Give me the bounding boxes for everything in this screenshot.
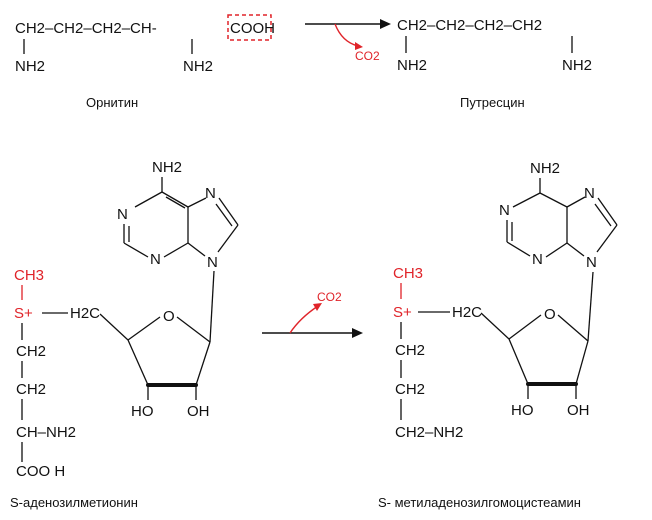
- product-ho: HO: [511, 402, 534, 419]
- product-ribose-bond: [557, 314, 589, 342]
- product-ring-bond: [512, 192, 541, 208]
- product-ring-bond: [566, 242, 585, 257]
- ornithine-nh2-left: NH2: [15, 58, 45, 75]
- sam-ch2-1: CH2: [16, 343, 46, 360]
- sam-ch2-bond: [99, 313, 129, 341]
- sam-ribose-bond: [127, 316, 161, 341]
- sam-n3: N: [150, 251, 161, 268]
- sam-n1: N: [117, 206, 128, 223]
- sam-ring-bond: [165, 196, 186, 209]
- product-label: S- метиладенозилгомоцистеамин: [378, 495, 581, 510]
- cooh-highlight-box: [227, 14, 272, 41]
- product-n3: N: [532, 251, 543, 268]
- product-n7: N: [584, 185, 595, 202]
- sam-ring-bond: [161, 191, 189, 208]
- sam-s-plus: S+: [14, 305, 33, 322]
- sam-ho: HO: [131, 403, 154, 420]
- ornithine-cooh: COOH: [230, 20, 275, 37]
- product-adenine-nh2: NH2: [530, 160, 560, 177]
- product-ring-bond: [539, 192, 568, 208]
- product-ring-bond: [566, 196, 586, 208]
- sam-ribose-bond: [195, 341, 211, 386]
- product-ribose-bond: [508, 338, 529, 385]
- co2-label-1: CO2: [355, 49, 380, 63]
- co2-arrow-head-1: [355, 42, 363, 50]
- co2-release-arrow-1: [334, 23, 359, 47]
- decarboxylation-arrow-1: CO2: [305, 19, 391, 63]
- sam-ribose-bond: [176, 316, 211, 343]
- product-ribose-bond: [508, 314, 542, 340]
- sam-ch-nh2: CH–NH2: [16, 424, 76, 441]
- putrescine-nh2-left: NH2: [397, 57, 427, 74]
- sam-cooh: COO H: [16, 463, 65, 480]
- product-ring-bond: [545, 242, 568, 258]
- sam-ring-bond: [217, 224, 239, 253]
- product-ch2-bond: [480, 312, 510, 340]
- product-n1: N: [499, 202, 510, 219]
- product-ch2-nh2: CH2–NH2: [395, 424, 463, 441]
- ornithine-chain: CH2–CH2–CH2–CH-: [15, 20, 157, 37]
- product-ring-bond: [594, 203, 612, 227]
- product-glycosidic-bond: [587, 271, 594, 342]
- sam-ring-bond: [187, 197, 207, 208]
- sam-adenine-nh2: NH2: [152, 159, 182, 176]
- sam-label: S-аденозилметионин: [10, 495, 138, 510]
- putrescine-label: Путресцин: [460, 95, 525, 110]
- sam-n9: N: [207, 254, 218, 271]
- sam-ch3: CH3: [14, 267, 44, 284]
- sam-ch2-2: CH2: [16, 381, 46, 398]
- putrescine-structure: CH2–CH2–CH2–CH2 NH2 NH2 Путресцин: [397, 17, 592, 110]
- putrescine-nh2-right: NH2: [562, 57, 592, 74]
- sam-h2c: H2C: [70, 305, 100, 322]
- ornithine-label: Орнитин: [86, 95, 138, 110]
- product-ch2-1: CH2: [395, 342, 425, 359]
- arrow-head-1: [380, 19, 391, 29]
- sam-ring-bond: [123, 242, 149, 258]
- ornithine-structure: CH2–CH2–CH2–CH- COOH NH2 NH2 Орнитин: [15, 14, 275, 110]
- sam-ring-bond: [134, 191, 163, 208]
- product-ribose-bond: [575, 340, 589, 385]
- product-ch2-2: CH2: [395, 381, 425, 398]
- product-ring-bond: [596, 224, 618, 253]
- decarboxylation-arrow-2: CO2: [262, 290, 363, 338]
- product-structure: NH2 N N N N O HO OH H2C CH3 S+: [378, 160, 618, 510]
- sam-ribose-o: O: [163, 308, 175, 325]
- putrescine-chain: CH2–CH2–CH2–CH2: [397, 17, 542, 34]
- sam-ribose-bond: [127, 339, 149, 386]
- product-ch3: CH3: [393, 265, 423, 282]
- co2-label-2: CO2: [317, 290, 342, 304]
- sam-ring-bond: [218, 197, 239, 226]
- product-oh: OH: [567, 402, 590, 419]
- product-s-plus: S+: [393, 304, 412, 321]
- sam-structure: NH2 N N N N O HO OH H2C: [10, 159, 239, 510]
- co2-arrow-head-2: [313, 303, 322, 311]
- sam-ring-bond: [163, 242, 189, 258]
- sam-ring-bond: [187, 242, 206, 257]
- product-ring-bond: [506, 241, 531, 257]
- product-n9: N: [586, 254, 597, 271]
- sam-oh: OH: [187, 403, 210, 420]
- ornithine-nh2-right: NH2: [183, 58, 213, 75]
- product-ribose-o: O: [544, 306, 556, 323]
- product-h2c: H2C: [452, 304, 482, 321]
- co2-release-arrow-2: [289, 305, 319, 334]
- arrow-head-2: [352, 328, 363, 338]
- sam-ring-bond: [215, 203, 233, 227]
- sam-n7: N: [205, 185, 216, 202]
- sam-glycosidic-bond: [209, 270, 215, 343]
- product-ring-bond: [597, 197, 618, 226]
